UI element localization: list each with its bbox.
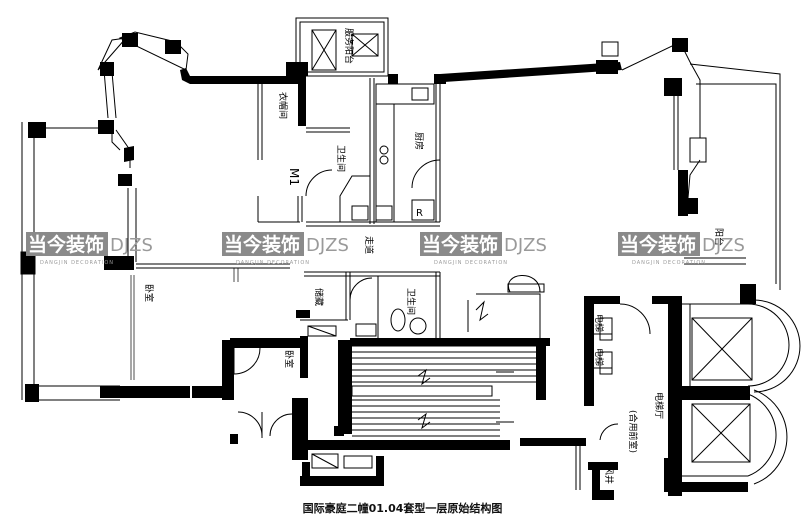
column [28,122,46,138]
walls [100,60,756,500]
column [25,384,39,402]
watermark-tagline: DANGJIN DECORATION [236,260,310,266]
label-elevator-top: 电梯 [593,314,605,332]
watermark: 当今装饰 DJZS DANGJIN DECORATION [420,232,547,266]
stairs [351,275,545,437]
label-elevator-mid: 电梯 [593,348,605,366]
label-bedroom-left: 卧室 [143,284,155,302]
label-bathroom-lower: 卫生间 [405,288,417,315]
label-elevator-hall: 电梯厅 [653,392,665,419]
label-shared-lobby: (合用前室) [627,410,639,453]
label-closet: 衣帽间 [277,92,289,119]
label-fridge: R [416,208,423,219]
lower-bath-fixtures [307,277,427,469]
watermark-cn: 当今装饰 [422,233,498,256]
label-kitchen: 厨房 [413,132,425,150]
label-door-m1: M1 [287,168,301,186]
label-tube: 风井 [603,466,615,484]
watermark-en: DJZS [702,235,745,256]
bath-fixtures [305,169,393,223]
room-labels: 服务阳台 衣帽间 卫生间 厨房 走道 M1 阳台 卧室 储藏 卫生间 卧室 电梯… [143,28,725,484]
label-storage: 储藏 [313,288,325,306]
watermark: 当今装饰 DJZS DANGJIN DECORATION [222,232,349,266]
watermark-cn: 当今装饰 [224,233,300,256]
watermark: 当今装饰 DJZS DANGJIN DECORATION [618,232,745,266]
watermark-cn: 当今装饰 [28,233,104,256]
watermark-cn: 当今装饰 [620,233,696,256]
watermark-en: DJZS [504,235,547,256]
label-service-balcony: 服务阳台 [343,28,355,64]
watermark-tagline: DANGJIN DECORATION [632,260,706,266]
watermark-tagline: DANGJIN DECORATION [434,260,508,266]
elevators [594,299,801,485]
label-corridor: 走道 [363,236,375,254]
plan-caption: 国际豪庭二幢01.04套型一层原始结构图 [302,502,503,515]
watermark: 当今装饰 DJZS DANGJIN DECORATION [26,232,153,266]
watermark-tagline: DANGJIN DECORATION [40,260,114,266]
label-balcony: 阳台 [713,228,725,246]
label-room-lower: 卧室 [283,350,295,368]
kitchen-fixtures [375,83,441,223]
watermark-en: DJZS [306,235,349,256]
door-swings [233,303,651,490]
top-left-bay [97,31,189,186]
watermarks: 当今装饰 DJZS DANGJIN DECORATION 当今装饰 DJZS D… [26,232,745,266]
label-bathroom-upper: 卫生间 [335,145,347,172]
partitions [136,17,781,338]
watermark-en: DJZS [110,235,153,256]
